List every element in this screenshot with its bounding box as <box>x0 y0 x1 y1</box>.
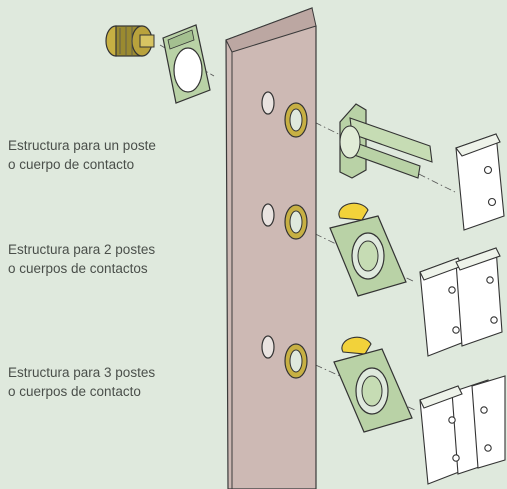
contact-block-icon <box>419 133 506 485</box>
label-three-posts-line2: o cuerpos de contacto <box>8 384 141 399</box>
frame-icon <box>339 103 433 179</box>
label-one-post-line1: Estructura para un poste <box>8 138 156 153</box>
label-three-posts-line1: Estructura para 3 postes <box>8 365 156 380</box>
fixing-nut-icon <box>284 102 308 379</box>
label-two-posts-line2: o cuerpos de contactos <box>8 261 148 276</box>
frame-icon <box>329 202 407 297</box>
legend-holder-icon <box>162 24 211 104</box>
frame-icon <box>333 336 413 433</box>
pushbutton-head-icon <box>105 25 155 57</box>
mounting-panel-icon <box>225 7 317 489</box>
label-one-post: Estructura para un poste o cuerpo de con… <box>8 136 156 174</box>
label-two-posts: Estructura para 2 postes o cuerpos de co… <box>8 240 155 278</box>
label-two-posts-line1: Estructura para 2 postes <box>8 242 156 257</box>
label-one-post-line2: o cuerpo de contacto <box>8 157 135 172</box>
label-three-posts: Estructura para 3 postes o cuerpos de co… <box>8 363 155 401</box>
